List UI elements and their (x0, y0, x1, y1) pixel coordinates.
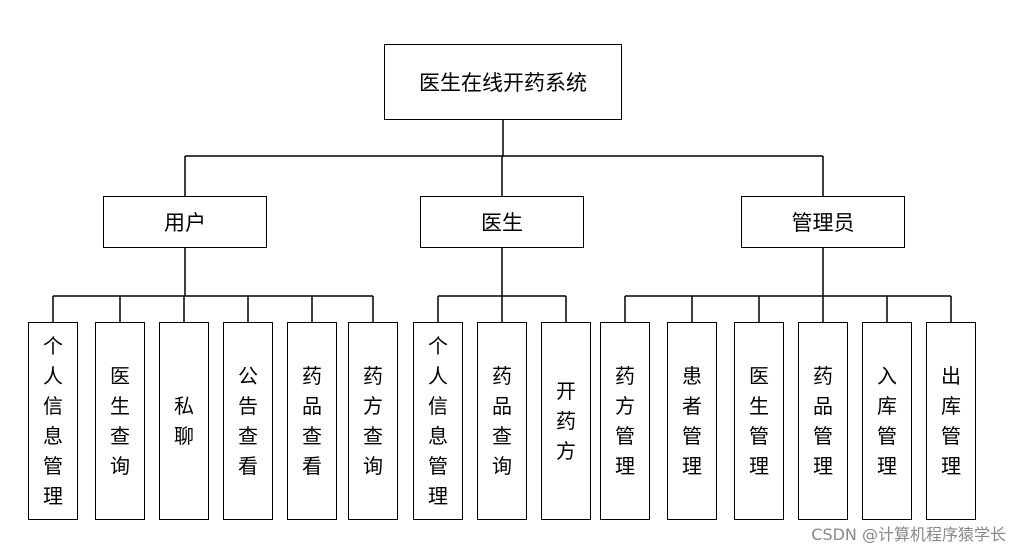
leaf-node: 药品查询 (477, 322, 527, 520)
leaf-node: 药方查询 (348, 322, 398, 520)
leaf-node: 患者管理 (667, 322, 717, 520)
leaf-node: 医生管理 (734, 322, 784, 520)
leaf-node: 入库管理 (862, 322, 912, 520)
leaf-label: 私聊 (174, 394, 194, 448)
leaf-label: 药品查询 (492, 364, 512, 478)
role-node-admin: 管理员 (741, 196, 905, 248)
leaf-label: 医生查询 (110, 364, 130, 478)
leaf-label: 出库管理 (941, 364, 961, 478)
leaf-label: 个人信息管理 (428, 334, 448, 508)
leaf-label: 药品管理 (813, 364, 833, 478)
leaf-node: 个人信息管理 (413, 322, 463, 520)
root-node-label: 医生在线开药系统 (419, 71, 587, 95)
leaf-label: 药品查看 (302, 364, 322, 478)
role-node-admin-label: 管理员 (791, 211, 855, 235)
leaf-node: 药方管理 (600, 322, 650, 520)
watermark: CSDN @计算机程序猿学长 (811, 525, 1006, 544)
leaf-label: 个人信息管理 (43, 334, 63, 508)
leaf-label: 开药方 (556, 379, 576, 463)
leaf-label: 公告查看 (238, 364, 258, 478)
role-node-doctor: 医生 (420, 196, 584, 248)
leaf-node: 私聊 (159, 322, 209, 520)
role-node-user: 用户 (103, 196, 267, 248)
leaf-label: 药方管理 (615, 364, 635, 478)
role-node-user-label: 用户 (164, 211, 206, 235)
leaf-label: 药方查询 (363, 364, 383, 478)
root-node: 医生在线开药系统 (384, 44, 622, 120)
leaf-node: 出库管理 (926, 322, 976, 520)
leaf-label: 入库管理 (877, 364, 897, 478)
role-node-doctor-label: 医生 (481, 211, 523, 235)
leaf-node: 开药方 (541, 322, 591, 520)
leaf-node: 公告查看 (223, 322, 273, 520)
leaf-label: 患者管理 (682, 364, 702, 478)
leaf-node: 药品查看 (287, 322, 337, 520)
leaf-node: 个人信息管理 (28, 322, 78, 520)
leaf-node: 药品管理 (798, 322, 848, 520)
leaf-label: 医生管理 (749, 364, 769, 478)
leaf-node: 医生查询 (95, 322, 145, 520)
